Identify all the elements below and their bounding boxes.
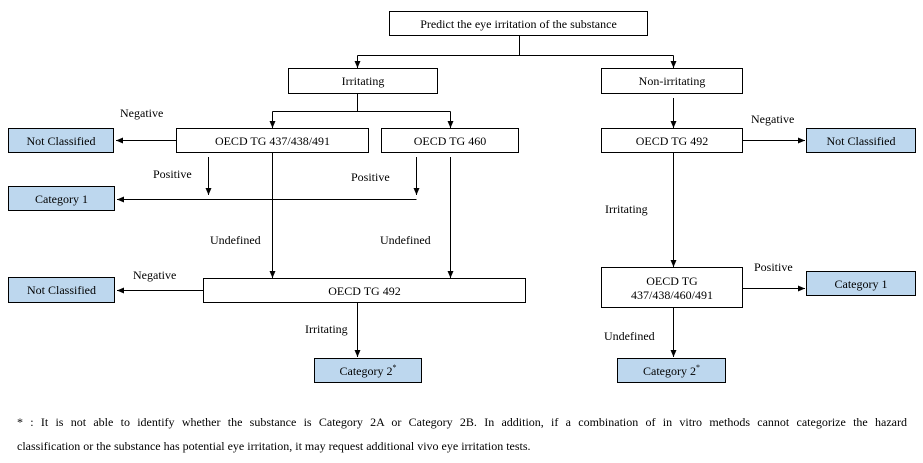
tg437-438-491-node: OECD TG 437/438/491 — [176, 128, 369, 153]
footnote-line-2: classification or the substance has pote… — [17, 439, 531, 453]
irritating-node-label: Irritating — [341, 74, 385, 88]
tg492-right-node: OECD TG 492 — [601, 128, 743, 153]
not-classified-label: Not Classified — [26, 133, 96, 148]
non-irritating-node: Non-irritating — [601, 68, 743, 94]
tg460-node: OECD TG 460 — [381, 128, 519, 153]
irritating-node: Irritating — [288, 68, 438, 94]
tg492-label: OECD TG 492 — [635, 133, 709, 148]
category1-label: Category 1 — [834, 276, 888, 291]
non-irritating-node-label: Non-irritating — [638, 74, 706, 88]
tg437-438-491-label: OECD TG 437/438/491 — [214, 133, 331, 148]
category2-text: Category 2 — [339, 363, 393, 378]
asterisk-mark: * — [392, 362, 397, 372]
category1-left-node: Category 1 — [8, 186, 115, 211]
tg-combo-line2: 437/438/460/491 — [630, 287, 713, 302]
footnote-line-1: * : It is not able to identify whether t… — [17, 415, 907, 429]
edge-label-irritating: Irritating — [305, 322, 348, 336]
edge-label-irritating: Irritating — [605, 202, 648, 216]
edge-label-undefined: Undefined — [604, 329, 655, 343]
not-classified-node-1: Not Classified — [8, 128, 114, 153]
tg492-left-node: OECD TG 492 — [203, 278, 526, 303]
category1-right-node: Category 1 — [806, 271, 916, 296]
edge-label-negative: Negative — [133, 268, 177, 282]
start-node-label: Predict the eye irritation of the substa… — [420, 16, 617, 31]
edge-label-negative: Negative — [751, 112, 795, 126]
not-classified-node-2: Not Classified — [8, 277, 115, 303]
asterisk-mark: * — [696, 362, 700, 372]
tg460-label: OECD TG 460 — [413, 133, 487, 148]
edge-label-positive: Positive — [754, 260, 793, 274]
category2-right-node: Category 2* — [617, 358, 726, 383]
edge-label-undefined: Undefined — [380, 233, 431, 247]
edge-label-undefined: Undefined — [210, 233, 261, 247]
category2-label: Category 2* — [339, 362, 397, 378]
category2-label: Category 2* — [643, 362, 700, 378]
category2-text: Category 2 — [643, 363, 696, 378]
not-classified-right-node: Not Classified — [806, 128, 916, 153]
start-node: Predict the eye irritation of the substa… — [389, 11, 648, 36]
edge-label-negative: Negative — [120, 106, 164, 120]
tg-combo-line1: OECD TG — [646, 273, 698, 288]
not-classified-label: Not Classified — [27, 283, 96, 297]
not-classified-label: Not Classified — [826, 133, 896, 148]
edge-label-positive: Positive — [153, 167, 192, 181]
category1-label: Category 1 — [35, 191, 88, 206]
tg492-label: OECD TG 492 — [328, 283, 401, 298]
edge-label-positive: Positive — [351, 170, 390, 184]
category2-left-node: Category 2* — [314, 358, 422, 383]
